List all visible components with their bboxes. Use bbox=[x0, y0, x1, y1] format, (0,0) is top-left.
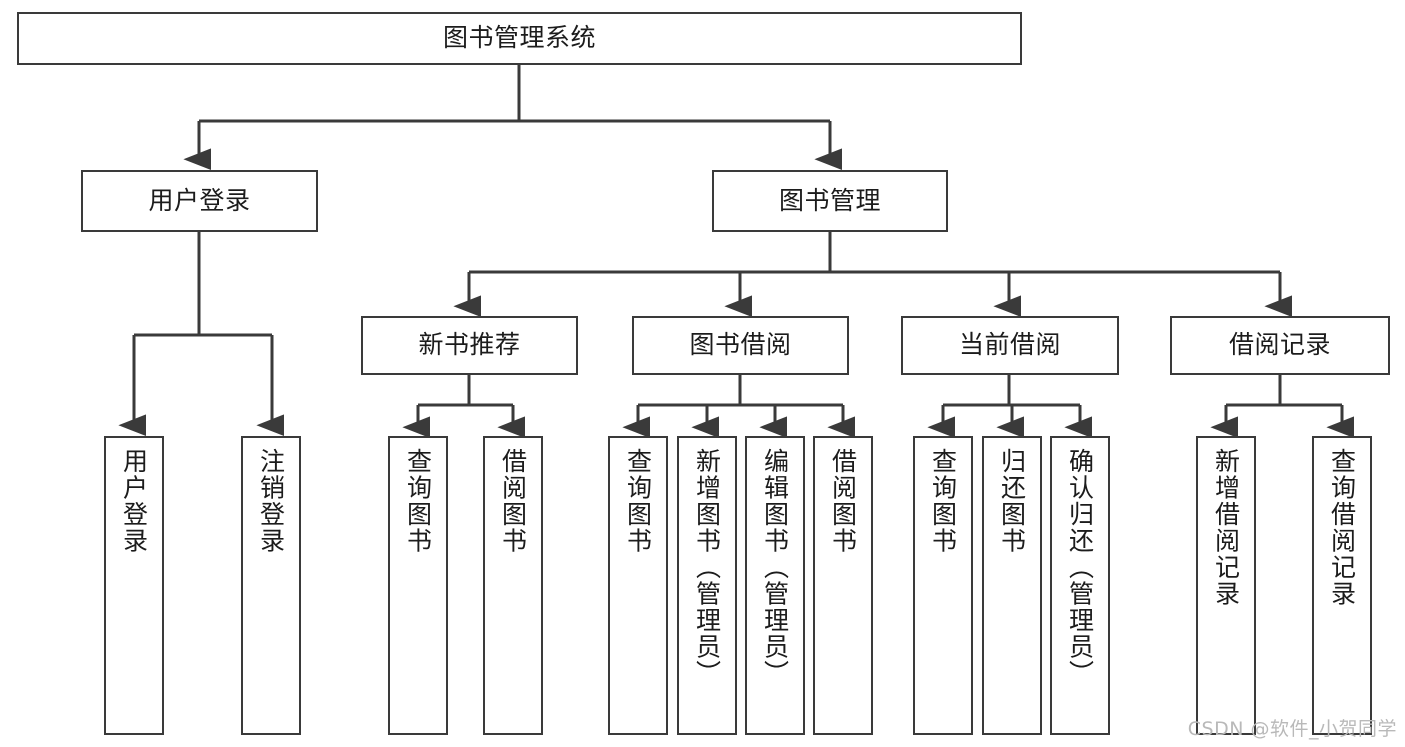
node-user-login[interactable]: 用户登录 bbox=[81, 170, 318, 232]
leaf-user-login[interactable]: 用户登录 bbox=[104, 436, 164, 735]
node-book-borrow[interactable]: 图书借阅 bbox=[632, 316, 849, 375]
leaf-confirm-return-admin-label: 确认归还（管理员） bbox=[1065, 448, 1095, 687]
leaf-return-book-label: 归还图书 bbox=[997, 448, 1027, 554]
leaf-query-book-newbooks-label: 查询图书 bbox=[403, 448, 433, 554]
leaf-query-borrow-record-label: 查询借阅记录 bbox=[1327, 448, 1357, 607]
leaf-query-book-current-label: 查询图书 bbox=[928, 448, 958, 554]
node-book-borrow-label: 图书借阅 bbox=[689, 330, 792, 360]
node-current-borrow[interactable]: 当前借阅 bbox=[901, 316, 1119, 375]
node-book-management-label: 图书管理 bbox=[778, 185, 881, 215]
node-root-label: 图书管理系统 bbox=[442, 23, 596, 53]
node-current-borrow-label: 当前借阅 bbox=[958, 330, 1061, 360]
node-borrow-records[interactable]: 借阅记录 bbox=[1170, 316, 1390, 375]
node-user-login-label: 用户登录 bbox=[148, 185, 251, 215]
leaf-borrow-book-newbooks[interactable]: 借阅图书 bbox=[483, 436, 543, 735]
leaf-confirm-return-admin[interactable]: 确认归还（管理员） bbox=[1050, 436, 1110, 735]
leaf-query-borrow-record[interactable]: 查询借阅记录 bbox=[1312, 436, 1372, 735]
leaf-query-book-newbooks[interactable]: 查询图书 bbox=[388, 436, 448, 735]
leaf-add-borrow-record-label: 新增借阅记录 bbox=[1211, 448, 1241, 607]
leaf-user-login-label: 用户登录 bbox=[119, 448, 149, 554]
node-book-management[interactable]: 图书管理 bbox=[712, 170, 948, 232]
node-borrow-records-label: 借阅记录 bbox=[1228, 330, 1331, 360]
leaf-edit-book-admin-label: 编辑图书（管理员） bbox=[760, 448, 790, 687]
leaf-edit-book-admin[interactable]: 编辑图书（管理员） bbox=[745, 436, 805, 735]
leaf-add-book-admin-label: 新增图书（管理员） bbox=[692, 448, 722, 687]
leaf-borrow-book-newbooks-label: 借阅图书 bbox=[498, 448, 528, 554]
leaf-query-book-current[interactable]: 查询图书 bbox=[913, 436, 973, 735]
leaf-return-book[interactable]: 归还图书 bbox=[982, 436, 1042, 735]
node-root[interactable]: 图书管理系统 bbox=[17, 12, 1022, 65]
leaf-add-borrow-record[interactable]: 新增借阅记录 bbox=[1196, 436, 1256, 735]
leaf-add-book-admin[interactable]: 新增图书（管理员） bbox=[677, 436, 737, 735]
leaf-query-book-borrow-label: 查询图书 bbox=[623, 448, 653, 554]
leaf-logout[interactable]: 注销登录 bbox=[241, 436, 301, 735]
leaf-lend-book-label: 借阅图书 bbox=[828, 448, 858, 554]
leaf-lend-book[interactable]: 借阅图书 bbox=[813, 436, 873, 735]
node-new-book-recommend[interactable]: 新书推荐 bbox=[361, 316, 578, 375]
node-new-book-recommend-label: 新书推荐 bbox=[418, 330, 521, 360]
leaf-query-book-borrow[interactable]: 查询图书 bbox=[608, 436, 668, 735]
leaf-logout-label: 注销登录 bbox=[256, 448, 286, 554]
